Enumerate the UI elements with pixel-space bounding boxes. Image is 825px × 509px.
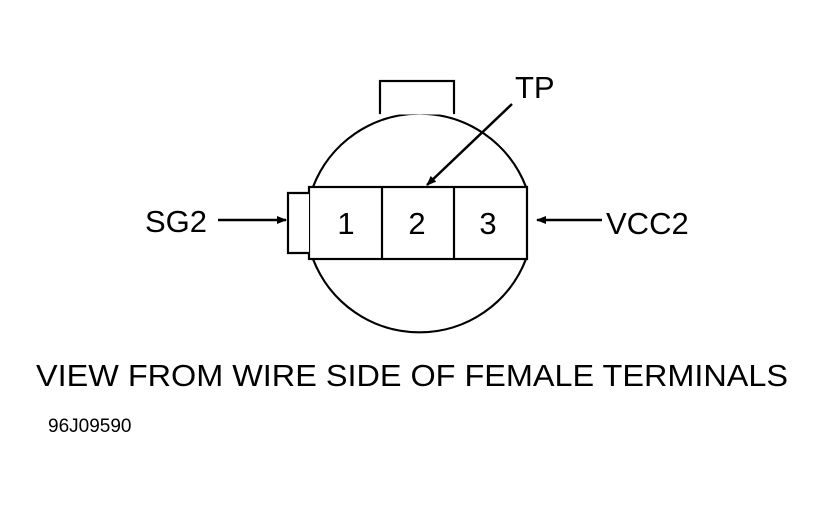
sg2-label: SG2: [145, 204, 207, 239]
tp-label: TP: [515, 70, 555, 105]
pin-1-label: 1: [337, 206, 354, 241]
connector-key: [286, 191, 309, 255]
locking-tab: [378, 79, 456, 115]
pin-3-label: 3: [479, 206, 496, 241]
diagram-caption: VIEW FROM WIRE SIDE OF FEMALE TERMINALS: [36, 358, 788, 393]
vcc2-label: VCC2: [606, 206, 689, 241]
figure-code: 96J09590: [48, 416, 131, 437]
tp-arrow: [426, 103, 513, 186]
pin-2-label: 2: [408, 206, 425, 241]
terminal-block: [307, 185, 529, 261]
